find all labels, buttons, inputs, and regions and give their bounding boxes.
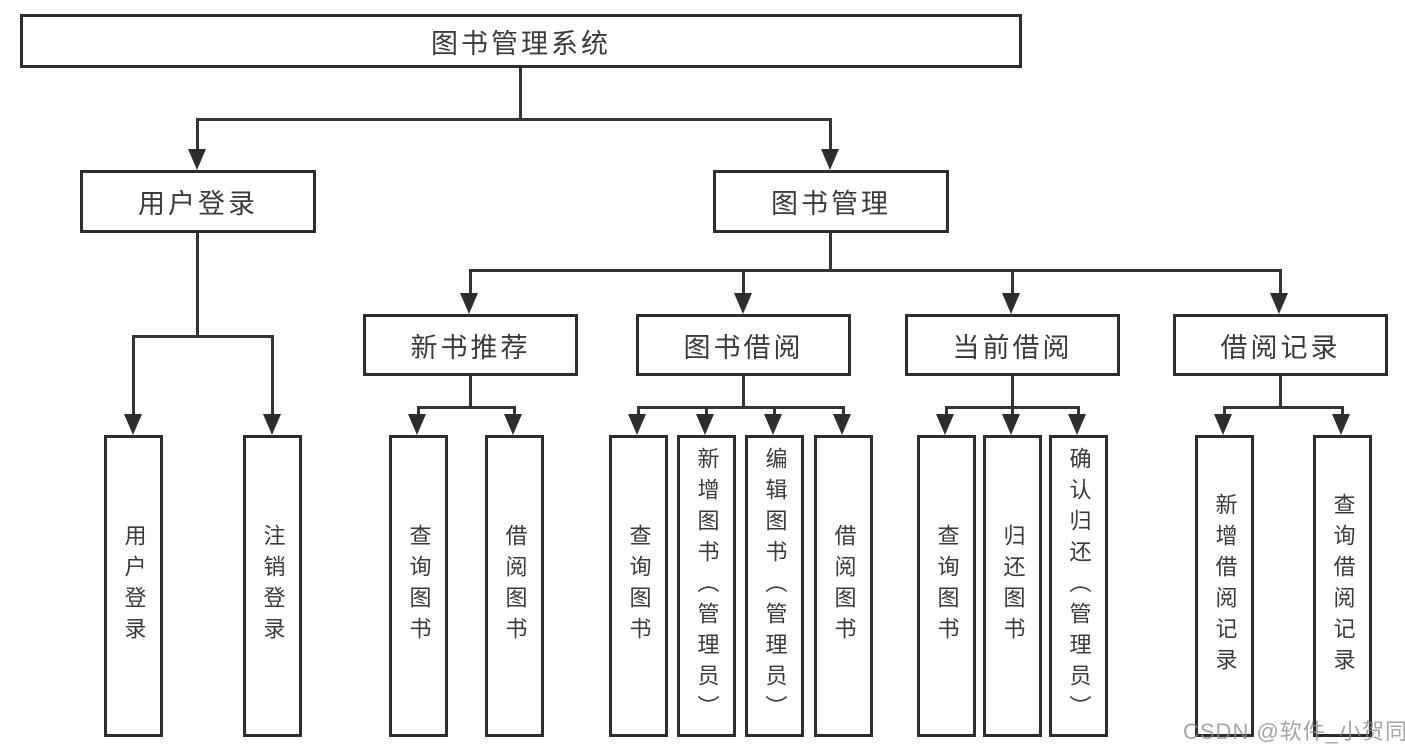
edge-borrowing-bar <box>637 406 845 409</box>
arrow-down-icon <box>734 293 752 314</box>
edge-root-bar <box>196 118 832 121</box>
leaf-add-books-admin: 新增图书（管理员） <box>677 435 736 737</box>
leaf-label: 查询借阅记录 <box>1330 493 1356 679</box>
arrow-down-icon <box>696 414 714 435</box>
node-label: 用户登录 <box>138 189 258 219</box>
edge-records-trunk <box>1279 376 1282 409</box>
leaf-logout-login: 注销登录 <box>243 435 302 737</box>
arrow-down-icon <box>188 149 206 170</box>
leaf-query-books-current: 查询图书 <box>917 435 976 737</box>
edge-borrowing-trunk <box>742 376 745 409</box>
edge-bookmgmt-bar <box>469 269 1282 272</box>
leaf-label: 用户登录 <box>121 524 147 648</box>
edge-userlogin-stem <box>271 335 274 417</box>
leaf-edit-books-admin: 编辑图书（管理员） <box>745 435 804 737</box>
leaf-add-borrow-record: 新增借阅记录 <box>1195 435 1254 737</box>
arrow-down-icon <box>1270 293 1288 314</box>
edge-userlogin-stem <box>132 335 135 417</box>
edge-newbook-trunk <box>469 376 472 409</box>
leaf-return-books: 归还图书 <box>983 435 1042 737</box>
arrow-down-icon <box>504 414 522 435</box>
node-label: 当前借阅 <box>952 332 1073 363</box>
node-label: 图书借阅 <box>683 332 804 363</box>
arrow-down-icon <box>764 414 782 435</box>
node-current-borrowing: 当前借阅 <box>905 314 1120 376</box>
leaf-query-books-recommend: 查询图书 <box>389 435 448 737</box>
node-label: 新书推荐 <box>410 332 531 363</box>
edge-bookmgmt-stem <box>1011 269 1014 296</box>
node-book-borrowing: 图书借阅 <box>636 314 851 376</box>
edge-root-trunk <box>519 68 522 120</box>
node-label: 借阅记录 <box>1220 332 1341 363</box>
edge-borrowing-stem <box>842 406 845 417</box>
edge-records-bar <box>1223 406 1344 409</box>
leaf-label: 新增图书（管理员） <box>694 446 720 726</box>
leaf-user-login: 用户登录 <box>104 435 163 737</box>
arrow-down-icon <box>628 414 646 435</box>
edge-current-stem <box>1011 406 1014 417</box>
arrow-down-icon <box>1002 414 1020 435</box>
edge-bookmgmt-stem <box>469 269 472 296</box>
arrow-down-icon <box>1068 414 1086 435</box>
edge-bookmgmt-trunk <box>829 233 832 271</box>
leaf-query-borrow-record: 查询借阅记录 <box>1313 435 1372 737</box>
edge-current-stem <box>1077 406 1080 417</box>
leaf-label: 编辑图书（管理员） <box>762 446 788 726</box>
csdn-watermark: CSDN @软件_小贺同学 <box>1183 719 1405 744</box>
edge-borrowing-stem <box>773 406 776 417</box>
leaf-confirm-return-admin: 确认归还（管理员） <box>1049 435 1108 737</box>
node-user-login: 用户登录 <box>80 170 316 233</box>
edge-newbook-stem <box>513 406 516 417</box>
node-label: 图书管理系统 <box>431 28 611 59</box>
leaf-query-books-borrowing: 查询图书 <box>609 435 668 737</box>
edge-userlogin-trunk <box>196 233 199 337</box>
edge-borrowing-stem <box>637 406 640 417</box>
edge-root-right-stem <box>829 118 832 152</box>
arrow-down-icon <box>1332 414 1350 435</box>
arrow-down-icon <box>408 414 426 435</box>
leaf-label: 新增借阅记录 <box>1212 493 1238 679</box>
leaf-label: 借阅图书 <box>831 524 857 648</box>
node-new-book-recommend: 新书推荐 <box>363 314 578 376</box>
leaf-label: 查询图书 <box>406 524 432 648</box>
arrow-down-icon <box>124 414 142 435</box>
arrow-down-icon <box>460 293 478 314</box>
edge-userlogin-bar <box>132 335 274 338</box>
leaf-label: 查询图书 <box>934 524 960 648</box>
edge-root-left-stem <box>196 118 199 152</box>
leaf-label: 查询图书 <box>626 524 652 648</box>
leaf-label: 确认归还（管理员） <box>1066 446 1092 726</box>
edge-borrowing-stem <box>705 406 708 417</box>
leaf-label: 注销登录 <box>260 524 286 648</box>
leaf-label: 借阅图书 <box>502 524 528 648</box>
edge-records-stem <box>1341 406 1344 417</box>
edge-current-trunk <box>1011 376 1014 409</box>
arrow-down-icon <box>821 149 839 170</box>
node-label: 图书管理 <box>771 189 891 219</box>
leaf-borrow-books-borrowing: 借阅图书 <box>814 435 873 737</box>
arrow-down-icon <box>1002 293 1020 314</box>
edge-newbook-bar <box>417 406 516 409</box>
arrow-down-icon <box>833 414 851 435</box>
node-library-management-system: 图书管理系统 <box>20 14 1022 68</box>
arrow-down-icon <box>263 414 281 435</box>
edge-bookmgmt-stem <box>742 269 745 296</box>
node-book-management: 图书管理 <box>713 170 949 233</box>
arrow-down-icon <box>1214 414 1232 435</box>
edge-newbook-stem <box>417 406 420 417</box>
node-borrowing-records: 借阅记录 <box>1173 314 1388 376</box>
leaf-label: 归还图书 <box>1000 524 1026 648</box>
edge-bookmgmt-stem <box>1279 269 1282 296</box>
edge-records-stem <box>1223 406 1226 417</box>
arrow-down-icon <box>936 414 954 435</box>
leaf-borrow-books-recommend: 借阅图书 <box>485 435 544 737</box>
edge-current-stem <box>945 406 948 417</box>
